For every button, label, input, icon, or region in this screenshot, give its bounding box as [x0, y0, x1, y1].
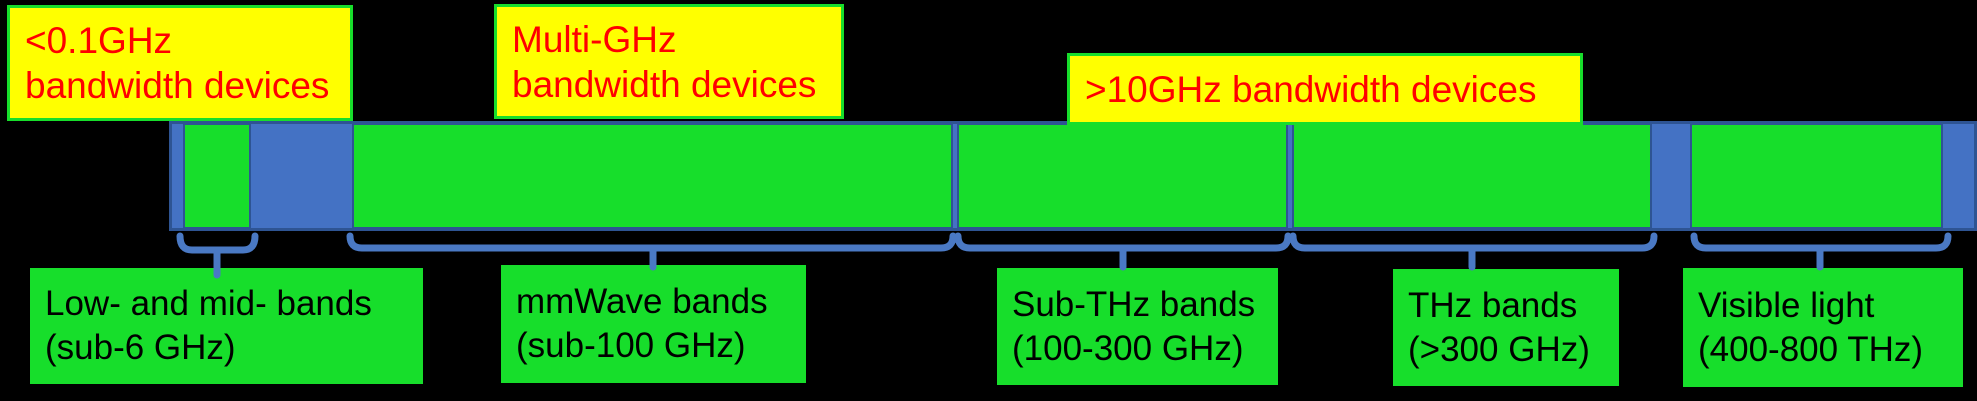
callout-line: bandwidth devices	[512, 63, 817, 105]
segment-low-mid-bands	[183, 123, 251, 229]
callout-line: Multi-GHz	[512, 18, 677, 60]
label-sub-thz-bands: Sub-THz bands (100-300 GHz)	[997, 268, 1278, 385]
band-range: (sub-6 GHz)	[45, 328, 236, 367]
callout-line: bandwidth devices	[25, 65, 330, 106]
brace-visible-light	[1690, 232, 1952, 271]
callout-multi-ghz-devices: Multi-GHz bandwidth devices	[494, 4, 844, 119]
callout-gt-10ghz-devices: >10GHz bandwidth devices	[1067, 53, 1583, 125]
callout-sub-0p1ghz-devices: <0.1GHz bandwidth devices	[7, 5, 353, 121]
segment-visible-light	[1690, 123, 1943, 229]
band-name: Sub-THz bands	[1012, 284, 1256, 324]
segment-sub-thz-bands	[957, 123, 1288, 229]
band-range: (100-300 GHz)	[1012, 328, 1244, 368]
label-mmwave-bands: mmWave bands (sub-100 GHz)	[501, 265, 806, 383]
band-range: (>300 GHz)	[1408, 329, 1590, 369]
segment-thz-bands	[1292, 123, 1652, 229]
label-low-mid-bands: Low- and mid- bands (sub-6 GHz)	[30, 268, 423, 384]
label-visible-light: Visible light (400-800 THz)	[1683, 268, 1963, 387]
band-range: (sub-100 GHz)	[516, 326, 746, 365]
segment-mmwave-bands	[352, 123, 953, 229]
callout-line: <0.1GHz	[25, 20, 173, 61]
band-name: Low- and mid- bands	[45, 284, 372, 323]
label-thz-bands: THz bands (>300 GHz)	[1393, 269, 1619, 386]
callout-line: >10GHz bandwidth devices	[1085, 68, 1537, 110]
band-range: (400-800 THz)	[1698, 329, 1924, 369]
band-name: THz bands	[1408, 285, 1578, 325]
brace-sub-thz-bands	[954, 232, 1292, 271]
band-name: Visible light	[1698, 285, 1875, 325]
brace-mmwave-bands	[346, 232, 957, 271]
brace-thz-bands	[1289, 232, 1658, 271]
band-name: mmWave bands	[516, 282, 768, 321]
